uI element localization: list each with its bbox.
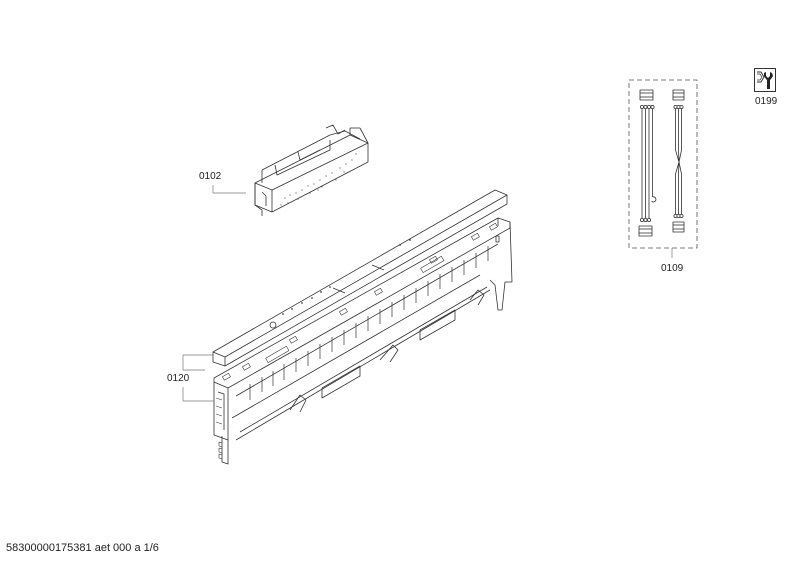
part-0102-control-module[interactable] [254, 124, 369, 216]
part-label-0120[interactable]: 0120 [167, 373, 190, 384]
part-label-0109[interactable]: 0109 [661, 263, 684, 274]
part-0109-cable-set[interactable] [628, 79, 698, 249]
leader-0120b [182, 387, 214, 402]
leader-0120 [182, 354, 213, 371]
part-0120-fascia[interactable] [213, 217, 513, 465]
document-reference: 58300000175381 aet 000 a 1/6 [6, 542, 159, 554]
service-tools-icon[interactable] [754, 68, 776, 92]
part-0120-cover-strip[interactable] [212, 189, 508, 367]
part-label-0199[interactable]: 0199 [755, 96, 778, 107]
leader-0102 [212, 185, 246, 194]
part-label-0102[interactable]: 0102 [199, 171, 222, 182]
